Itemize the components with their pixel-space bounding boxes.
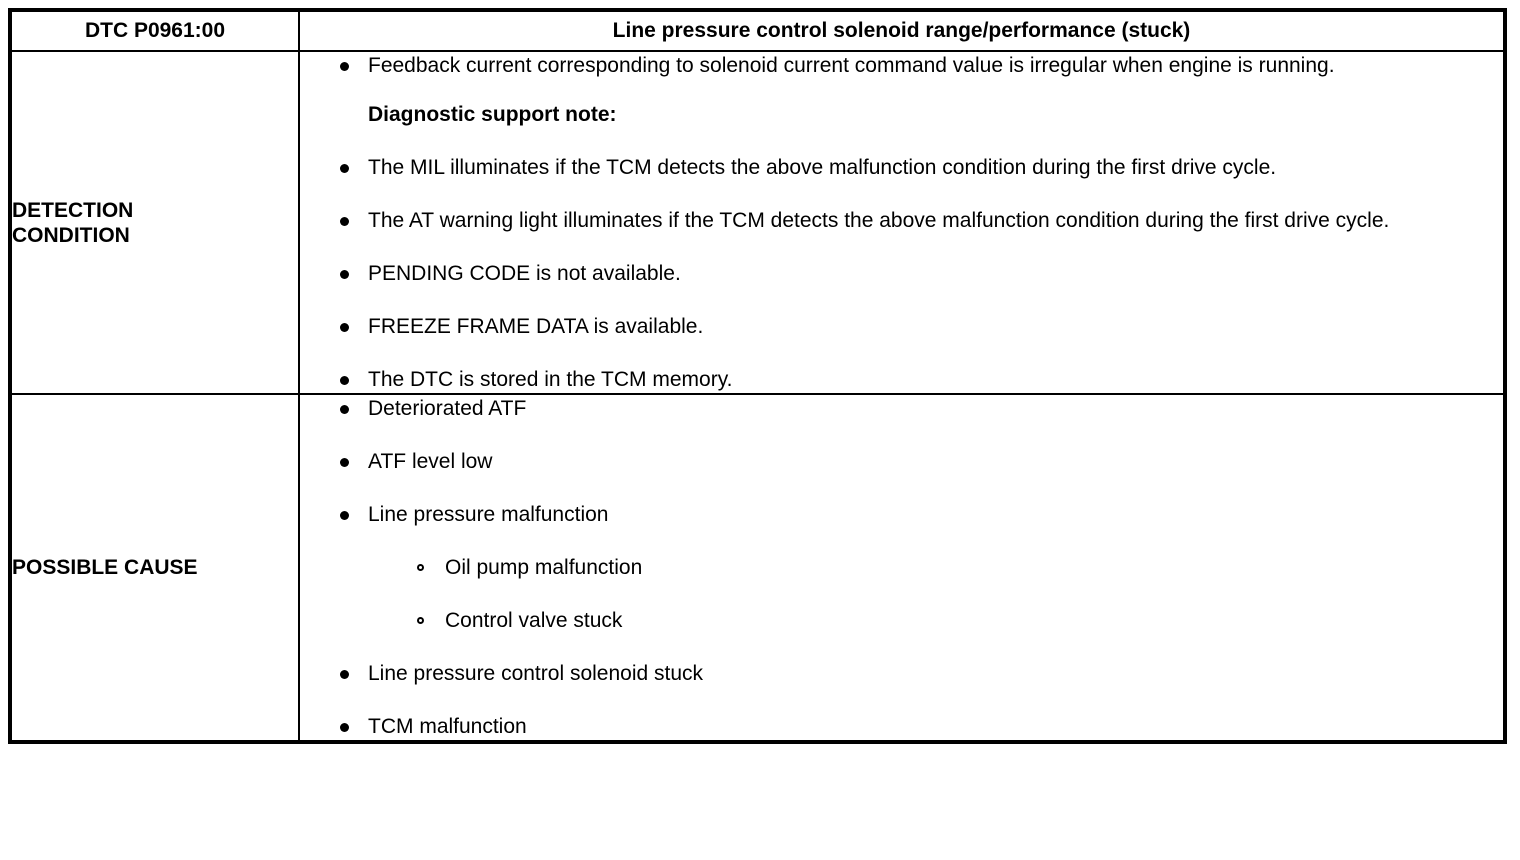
list-item-text: FREEZE FRAME DATA is available. (368, 315, 704, 338)
filled-bullet-icon (340, 376, 349, 385)
filled-bullet-icon (340, 323, 349, 332)
sub-list-item: Control valve stuck (300, 607, 1503, 634)
list-item-text: The MIL illuminates if the TCM detects t… (368, 156, 1277, 179)
sub-list-item-text: Oil pump malfunction (445, 556, 643, 579)
sub-list-item-text: Control valve stuck (445, 609, 623, 632)
hollow-bullet-icon (417, 617, 424, 624)
list-item: Feedback current corresponding to soleno… (300, 52, 1503, 79)
filled-bullet-icon (340, 511, 349, 520)
detection-condition-list: Feedback current corresponding to soleno… (300, 52, 1503, 393)
dtc-table: DTC P0961:00 Line pressure control solen… (8, 8, 1507, 744)
hollow-bullet-icon (417, 564, 424, 571)
list-item-text: The AT warning light illuminates if the … (368, 209, 1390, 232)
list-item: Line pressure malfunction (300, 501, 1503, 528)
list-item: Deteriorated ATF (300, 395, 1503, 422)
list-item-text: ATF level low (368, 450, 493, 473)
list-item: ATF level low (300, 448, 1503, 475)
possible-cause-cell: Deteriorated ATF ATF level low Line pres… (298, 393, 1506, 743)
row-label-detection-condition: DETECTION CONDITION (9, 50, 300, 395)
filled-bullet-icon (340, 217, 349, 226)
list-item: The DTC is stored in the TCM memory. (300, 366, 1503, 393)
list-item-text: Line pressure control solenoid stuck (368, 662, 704, 685)
list-item: Line pressure control solenoid stuck (300, 660, 1503, 687)
list-item-text: The DTC is stored in the TCM memory. (368, 368, 733, 391)
filled-bullet-icon (340, 270, 349, 279)
filled-bullet-icon (340, 62, 349, 71)
list-item: The MIL illuminates if the TCM detects t… (300, 154, 1503, 181)
list-item: TCM malfunction (300, 713, 1503, 740)
table-row: POSSIBLE CAUSE Deteriorated ATF ATF leve… (9, 393, 1506, 743)
filled-bullet-icon (340, 670, 349, 679)
list-item: The AT warning light illuminates if the … (300, 207, 1503, 234)
filled-bullet-icon (340, 458, 349, 467)
table-row: DETECTION CONDITION Feedback current cor… (9, 50, 1506, 395)
list-item-text: Feedback current corresponding to soleno… (368, 54, 1335, 77)
dtc-title-header: Line pressure control solenoid range/per… (298, 9, 1506, 52)
possible-cause-list: Deteriorated ATF ATF level low Line pres… (300, 395, 1503, 740)
row-label-possible-cause: POSSIBLE CAUSE (9, 393, 300, 743)
note-text: Diagnostic support note: (368, 103, 617, 126)
filled-bullet-icon (340, 164, 349, 173)
list-item-text: Deteriorated ATF (368, 397, 527, 420)
diagnostic-support-note-heading: Diagnostic support note: (300, 101, 1503, 128)
detection-condition-cell: Feedback current corresponding to soleno… (298, 50, 1506, 395)
filled-bullet-icon (340, 723, 349, 732)
sub-list-item: Oil pump malfunction (300, 554, 1503, 581)
list-item: PENDING CODE is not available. (300, 260, 1503, 287)
list-item: FREEZE FRAME DATA is available. (300, 313, 1503, 340)
list-item-text: Line pressure malfunction (368, 503, 609, 526)
table-header-row: DTC P0961:00 Line pressure control solen… (9, 9, 1506, 52)
filled-bullet-icon (340, 405, 349, 414)
dtc-code-header: DTC P0961:00 (9, 9, 300, 52)
list-item-text: TCM malfunction (368, 715, 527, 738)
list-item-text: PENDING CODE is not available. (368, 262, 681, 285)
